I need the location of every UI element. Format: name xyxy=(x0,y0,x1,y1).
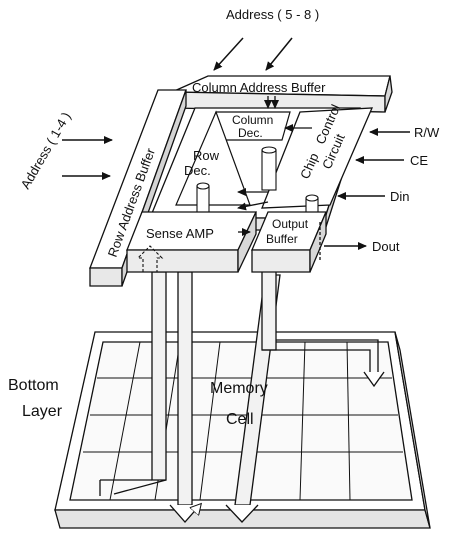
via-row-decoder xyxy=(197,183,209,214)
din-label: Din xyxy=(390,189,410,204)
output-buffer-label-2: Buffer xyxy=(266,232,298,246)
row-decoder-label-1: Row xyxy=(193,148,220,163)
ce-label: CE xyxy=(410,153,428,168)
memory-cell-label-1: Memory xyxy=(210,380,268,397)
bottom-layer-label-2: Layer xyxy=(22,403,63,420)
dout-label: Dout xyxy=(372,239,400,254)
column-decoder-label-1: Column xyxy=(232,113,273,127)
column-decoder-label-2: Dec. xyxy=(238,126,263,140)
rw-label: R/W xyxy=(414,125,440,140)
sense-amp-label: Sense AMP xyxy=(146,226,214,241)
sense-amp: Sense AMP xyxy=(127,212,256,272)
via-column-decoder xyxy=(262,147,276,190)
output-buffer-label-1: Output xyxy=(272,217,309,231)
address-5-8-label: Address ( 5 - 8 ) xyxy=(226,7,319,22)
address-5-8-arrows xyxy=(214,38,292,70)
column-address-buffer: Column Address Buffer xyxy=(172,76,392,112)
bottom-layer-label-1: Bottom xyxy=(8,377,59,394)
memory-cell-label-2: Cell xyxy=(226,411,254,428)
address-1-4-arrows xyxy=(62,140,112,176)
column-address-buffer-label: Column Address Buffer xyxy=(192,80,326,95)
address-1-4-label: Address ( 1-4 ) xyxy=(18,110,74,192)
row-decoder-label-2: Dec. xyxy=(184,163,211,178)
